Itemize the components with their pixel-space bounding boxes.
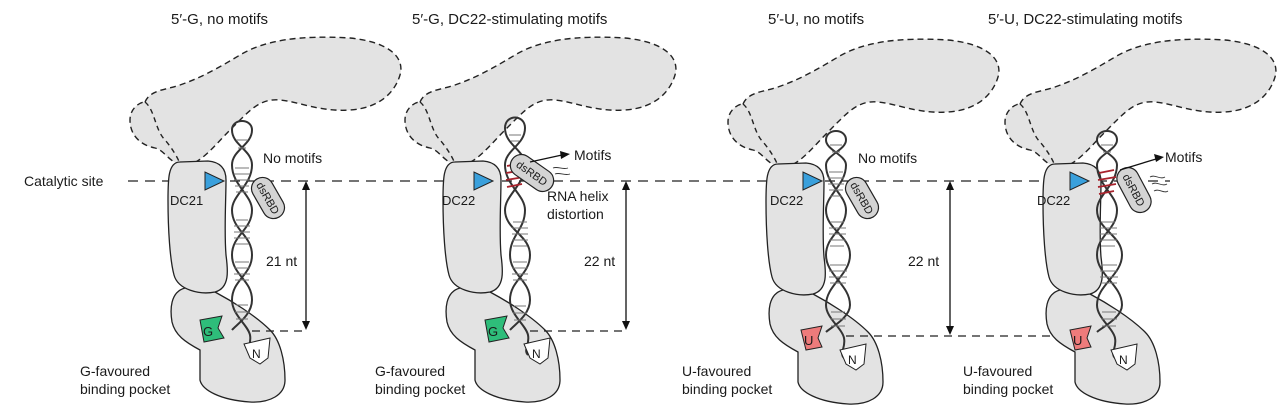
svg-text:N: N [848, 353, 857, 367]
length-label: 22 nt [908, 253, 939, 269]
svg-text:G: G [203, 324, 213, 339]
enzyme-label: DC22 [1037, 193, 1070, 208]
helix-distortion-marks [1097, 169, 1117, 195]
panel-title: 5′-U, no motifs [768, 11, 864, 28]
pocket-label-line1: G-favoured [80, 363, 150, 379]
motif-label: Motifs [574, 147, 611, 163]
catalytic-site-icon [802, 171, 824, 191]
pocket-label-line2: binding pocket [963, 381, 1053, 397]
distortion-label-line2: distortion [547, 206, 604, 222]
nucleotide-tag: U [800, 325, 823, 351]
catalytic-site-icon [204, 171, 226, 191]
end-nucleotide-tag: N [523, 337, 551, 365]
svg-text:N: N [1119, 353, 1128, 367]
nucleotide-tag: G [199, 315, 225, 343]
motif-arrow [529, 154, 563, 163]
svg-text:N: N [532, 347, 541, 361]
rna-helix [1095, 130, 1124, 359]
length-label: 22 nt [584, 253, 615, 269]
rna-helix [230, 120, 254, 356]
end-nucleotide-tag: N [243, 337, 271, 365]
panel-2: 5′-G, DC22-stimulating motifs DC22 dsRBD [375, 11, 677, 403]
motif-arrow [1119, 158, 1157, 171]
dsrbd-domain: dsRBD [250, 176, 286, 220]
pocket-label-line2: binding pocket [80, 381, 170, 397]
pocket-label-line2: binding pocket [682, 381, 772, 397]
panel-1: 5′-G, no motifs DC21 dsRBD No motifs 21 [80, 11, 402, 403]
enzyme-label: DC21 [170, 193, 203, 208]
motif-label: No motifs [263, 150, 322, 166]
enzyme-label: DC22 [770, 193, 803, 208]
svg-text:G: G [488, 324, 498, 339]
end-nucleotide-tag: N [839, 343, 867, 371]
panel-4: 5′-U, DC22-stimulating motifs DC22 dsRBD [963, 11, 1277, 405]
svg-text:U: U [804, 333, 813, 348]
dsrbd-domain: dsRBD [1116, 166, 1152, 214]
rna-helix [824, 130, 852, 359]
motion-lines-icon [552, 166, 571, 176]
motif-label: Motifs [1165, 149, 1202, 165]
length-label: 21 nt [266, 253, 297, 269]
enzyme-label: DC22 [442, 193, 475, 208]
catalytic-site-icon [1069, 171, 1091, 191]
dsrbd-domain: dsRBD [844, 176, 880, 220]
catalytic-site-icon [473, 171, 495, 191]
nucleotide-tag: U [1069, 325, 1092, 351]
svg-text:U: U [1073, 333, 1082, 348]
pocket-label-line1: G-favoured [375, 363, 445, 379]
motion-lines-icon [1149, 175, 1169, 193]
svg-text:N: N [252, 347, 261, 361]
end-nucleotide-tag: N [1110, 343, 1138, 371]
panel-title: 5′-G, DC22-stimulating motifs [412, 11, 607, 28]
panel-3: 5′-U, no motifs DC22 dsRBD No motifs 22 … [682, 11, 1100, 405]
pocket-label-line1: U-favoured [963, 363, 1032, 379]
nucleotide-tag: G [484, 315, 510, 343]
motif-label: No motifs [858, 150, 917, 166]
panel-title: 5′-U, DC22-stimulating motifs [988, 11, 1183, 28]
pocket-label-line2: binding pocket [375, 381, 465, 397]
distortion-label-line1: RNA helix [547, 188, 608, 204]
panel-title: 5′-G, no motifs [171, 11, 268, 28]
pocket-label-line1: U-favoured [682, 363, 751, 379]
catalytic-site-label: Catalytic site [24, 173, 104, 189]
